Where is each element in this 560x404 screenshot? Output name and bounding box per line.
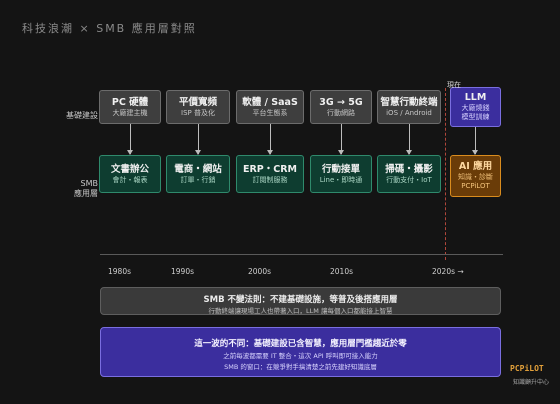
brand-tagline: 知識顧升中心 <box>513 379 550 386</box>
difference-headline: 這一波的不同：基礎建設已含智慧，應用層門檻趨近於零 <box>194 339 407 349</box>
timeline-axis <box>100 254 503 255</box>
app-box-scan-photo: 掃碼・攝影 行動支付・IoT <box>377 155 441 193</box>
down-arrow <box>127 124 133 155</box>
app-row-label: SMB 應用層 <box>40 179 98 199</box>
app-sub: 訂單・行銷 <box>180 175 216 184</box>
app-sub: 會計・報表 <box>112 175 148 184</box>
app-row-label-line1: SMB <box>80 179 98 188</box>
brand-logo: PCPiLOT <box>510 364 544 373</box>
infra-sub: ISP 普及化 <box>181 108 215 117</box>
timeline-year: 2000s <box>248 267 271 276</box>
app-box-ecommerce: 電商・網站 訂單・行銷 <box>166 155 230 193</box>
ai-main: AI 應用 <box>458 161 493 172</box>
infra-box-broadband: 平價寬頻 ISP 普及化 <box>166 90 230 124</box>
difference-detail-2: SMB 的窗口：在競爭對手搞清楚之前先建好知識底層 <box>224 363 377 371</box>
down-arrow <box>406 124 412 155</box>
infra-main: 智慧行動終端 <box>380 96 438 108</box>
infra-sub: 平台生態系 <box>252 108 288 117</box>
app-main: 文書辦公 <box>110 163 149 175</box>
principle-band: SMB 不變法則：不建基礎設施，等普及後搭應用層 行動終端讓現場工人也帶著入口，… <box>100 287 501 315</box>
app-box-office: 文書辦公 會計・報表 <box>99 155 161 193</box>
now-label: 現在 <box>447 81 461 89</box>
down-arrow <box>195 124 201 155</box>
down-arrow <box>338 124 344 155</box>
timeline-year: 1990s <box>171 267 194 276</box>
llm-main: LLM <box>464 92 487 103</box>
principle-detail: 行動終端讓現場工人也帶著入口，LLM 讓每個入口都能接上智慧 <box>208 307 393 315</box>
infra-row-label: 基礎建設 <box>66 111 98 120</box>
app-main: ERP・CRM <box>242 163 297 175</box>
page-title: 科技浪潮 × SMB 應用層對照 <box>22 22 197 35</box>
infra-sub: iOS / Android <box>386 108 432 117</box>
infra-box-pc: PC 硬體 大廠建主機 <box>99 90 161 124</box>
infra-sub: 行動網路 <box>327 108 355 117</box>
infra-sub: 大廠建主機 <box>112 108 148 117</box>
infra-main: 平價寬頻 <box>178 96 217 108</box>
app-main: 行動接單 <box>321 163 360 175</box>
down-arrow <box>472 127 478 155</box>
app-main: 掃碼・攝影 <box>385 163 433 175</box>
llm-box: LLM 大廠燒錢 模型訓練 <box>450 87 501 127</box>
llm-sub1: 大廠燒錢 <box>461 104 490 112</box>
ai-sub1: 知識・診斷 <box>458 173 493 181</box>
llm-sub2: 模型訓練 <box>461 113 490 121</box>
infra-box-smart-device: 智慧行動終端 iOS / Android <box>377 90 441 124</box>
app-sub: 行動支付・IoT <box>386 175 432 184</box>
timeline-year: 1980s <box>108 267 131 276</box>
ai-sub2: PCPiLOT <box>461 182 490 190</box>
down-arrow <box>267 124 273 155</box>
difference-band: 這一波的不同：基礎建設已含智慧，應用層門檻趨近於零 之前每波都需要 IT 整合・… <box>100 327 501 377</box>
app-main: 電商・網站 <box>174 163 222 175</box>
ai-app-box: AI 應用 知識・診斷 PCPiLOT <box>450 155 501 197</box>
timeline-year: 2020s → <box>432 267 464 276</box>
now-divider <box>445 88 446 260</box>
infra-main: PC 硬體 <box>111 96 149 108</box>
infra-main: 3G → 5G <box>319 96 363 108</box>
app-sub: 訂閱制服務 <box>252 175 288 184</box>
timeline-year: 2010s <box>330 267 353 276</box>
infra-main: 軟體 / SaaS <box>242 96 298 108</box>
app-sub: Line・即時通 <box>319 175 363 184</box>
principle-headline: SMB 不變法則：不建基礎設施，等普及後搭應用層 <box>203 295 398 305</box>
infra-box-mobile-network: 3G → 5G 行動網路 <box>310 90 372 124</box>
difference-detail-1: 之前每波都需要 IT 整合・這次 API 呼叫即可接入能力 <box>223 352 378 360</box>
app-row-label-line2: 應用層 <box>74 189 98 198</box>
app-box-mobile-order: 行動接單 Line・即時通 <box>310 155 372 193</box>
infra-box-saas: 軟體 / SaaS 平台生態系 <box>236 90 304 124</box>
app-box-erp-crm: ERP・CRM 訂閱制服務 <box>236 155 304 193</box>
